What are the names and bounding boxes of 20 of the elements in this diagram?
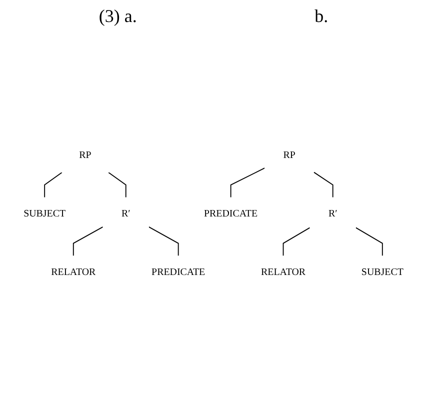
node-text: RELATOR: [261, 267, 306, 278]
example-label: (3) a.: [98, 6, 137, 27]
node-text: RP: [283, 150, 296, 162]
connector: [355, 228, 383, 257]
node-text: SUBJECT: [24, 208, 66, 220]
connector: [148, 226, 179, 257]
example-label: b.: [314, 6, 328, 27]
node-text: R′: [328, 208, 338, 220]
node-text: PREDICATE: [204, 208, 258, 220]
connector: [44, 172, 62, 198]
connector: [230, 168, 266, 198]
node-text: R′: [121, 208, 130, 220]
connector: [108, 172, 126, 198]
node-text: RP: [79, 150, 92, 162]
connector: [282, 228, 310, 257]
node-text: RELATOR: [51, 267, 96, 278]
connector: [72, 226, 104, 257]
node-text: PREDICATE: [152, 267, 206, 278]
connector: [314, 172, 334, 198]
node-text: SUBJECT: [361, 267, 404, 278]
